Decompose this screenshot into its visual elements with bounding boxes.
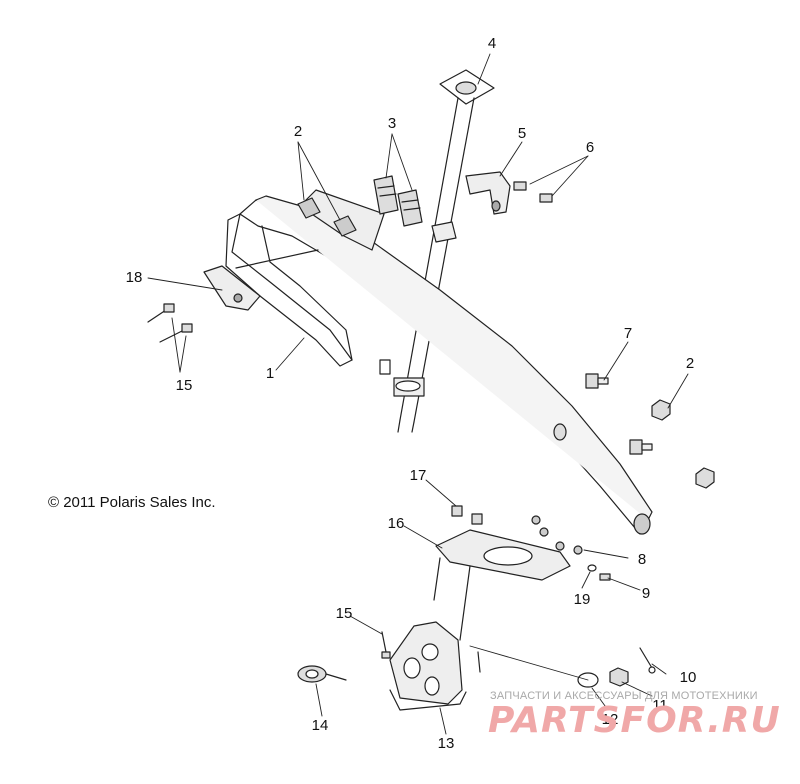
- callout-9: 9: [642, 585, 650, 602]
- copyright-notice: © 2011 Polaris Sales Inc.: [48, 494, 216, 511]
- callout-labels: 4 3 2 5 6 18 15 1 7 2 17 16 8 19 9 15 10…: [126, 35, 697, 752]
- callout-12: 12: [602, 711, 619, 728]
- watermark-brand: PARTSFOR.RU: [488, 700, 781, 741]
- callout-17: 17: [410, 467, 427, 484]
- lower-mount-plate: [433, 529, 571, 641]
- callout-15: 15: [176, 377, 193, 394]
- callout-2: 2: [294, 123, 302, 140]
- steering-post: [379, 69, 495, 433]
- callout-14: 14: [312, 717, 329, 734]
- small-hardware: [531, 515, 611, 581]
- eye-bolt: [297, 665, 347, 683]
- watermark-subtitle: ЗАПЧАСТИ И АКСЕССУАРЫ ДЛЯ МОТОТЕХНИКИ: [490, 690, 758, 702]
- base-bracket: [389, 621, 467, 711]
- callout-7: 7: [624, 325, 632, 342]
- side-bracket: [465, 171, 511, 215]
- callout-2: 2: [686, 355, 694, 372]
- callout-15: 15: [336, 605, 353, 622]
- callout-8: 8: [638, 551, 646, 568]
- callout-16: 16: [388, 515, 405, 532]
- bolts-6: [513, 181, 553, 203]
- handlebar-frame: [225, 195, 653, 535]
- callout-11: 11: [652, 697, 668, 714]
- callout-19: 19: [574, 591, 591, 608]
- callout-3: 3: [388, 115, 396, 132]
- callout-5: 5: [518, 125, 526, 142]
- callout-1: 1: [266, 365, 274, 382]
- callout-18: 18: [126, 269, 143, 286]
- rivets-15-upper: [147, 303, 193, 343]
- callout-13: 13: [438, 735, 455, 752]
- bracket-plate-18: [203, 265, 261, 311]
- callout-10: 10: [680, 669, 697, 686]
- upper-bracket: [297, 189, 385, 251]
- clamp-halves: [373, 175, 423, 227]
- right-hardware: [585, 373, 715, 489]
- bolts-17: [451, 505, 483, 525]
- callout-4: 4: [488, 35, 496, 52]
- leader-lines: [147, 53, 689, 735]
- callout-6: 6: [586, 139, 594, 156]
